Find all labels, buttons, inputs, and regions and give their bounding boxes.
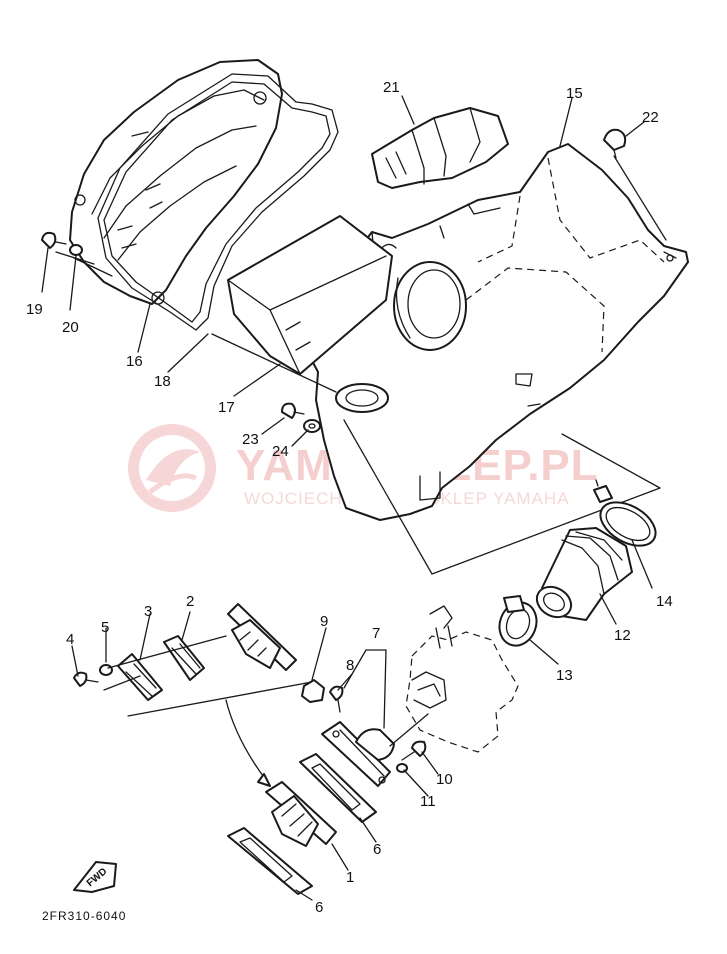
label-part-6-upper: 6	[373, 841, 381, 858]
washer-24	[303, 419, 321, 433]
label-part-19: 19	[26, 301, 43, 318]
clamp-14	[593, 479, 657, 547]
intake-joint	[535, 527, 633, 621]
clamp-13	[498, 595, 538, 647]
reed-petal-3	[163, 635, 205, 681]
label-part-6-lower: 6	[315, 899, 323, 916]
label-part-17: 17	[218, 399, 235, 416]
label-part-11: 11	[420, 793, 436, 810]
screw-4	[73, 671, 99, 687]
label-part-4: 4	[66, 631, 74, 648]
label-part-20: 20	[62, 319, 79, 336]
label-part-15: 15	[566, 85, 583, 102]
bolt-23	[281, 402, 305, 419]
spacer-9	[301, 679, 325, 703]
bolt-10	[401, 740, 427, 761]
label-part-14: 14	[656, 593, 673, 610]
label-part-2: 2	[186, 593, 194, 610]
air-box-joint	[335, 383, 389, 413]
diagram-code: 2FR310-6040	[42, 909, 126, 923]
label-part-21: 21	[383, 79, 400, 96]
screw-22	[603, 128, 627, 159]
label-part-1: 1	[346, 869, 354, 886]
reed-valve-assembly	[265, 781, 337, 847]
label-part-18: 18	[154, 373, 171, 390]
label-part-16: 16	[126, 353, 143, 370]
washer-5	[99, 664, 113, 676]
engine-crankcase	[405, 605, 519, 753]
label-part-13: 13	[556, 667, 573, 684]
air-box-case	[295, 143, 689, 521]
cover-seal	[97, 73, 339, 331]
gasket-6-lower	[227, 827, 313, 895]
label-part-8: 8	[346, 657, 354, 674]
watermark-logo-icon	[128, 424, 216, 512]
air-filter-element	[227, 215, 393, 375]
label-part-22: 22	[642, 109, 659, 126]
intake-manifold	[321, 721, 395, 787]
reed-valve-housing-2	[227, 603, 297, 671]
air-cleaner-cover	[69, 59, 283, 305]
label-part-24: 24	[272, 443, 289, 460]
label-part-23: 23	[242, 431, 259, 448]
washer-20	[69, 244, 83, 256]
gasket-6-upper	[299, 753, 377, 823]
label-part-7: 7	[372, 625, 380, 642]
bolt-19	[41, 231, 67, 249]
screw-8	[329, 685, 344, 713]
label-part-5: 5	[101, 619, 109, 636]
label-part-3: 3	[144, 603, 152, 620]
label-part-10: 10	[436, 771, 453, 788]
label-part-9: 9	[320, 613, 328, 630]
reed-stopper-3	[117, 653, 163, 701]
intake-snorkel	[371, 107, 509, 189]
label-part-12: 12	[614, 627, 631, 644]
leader-lines	[41, 95, 667, 901]
part-labels: 21 15 22 19 20 16 18 17 23 24 14 12 13 2…	[26, 79, 673, 916]
fwd-arrow-icon: FWD	[73, 861, 117, 893]
